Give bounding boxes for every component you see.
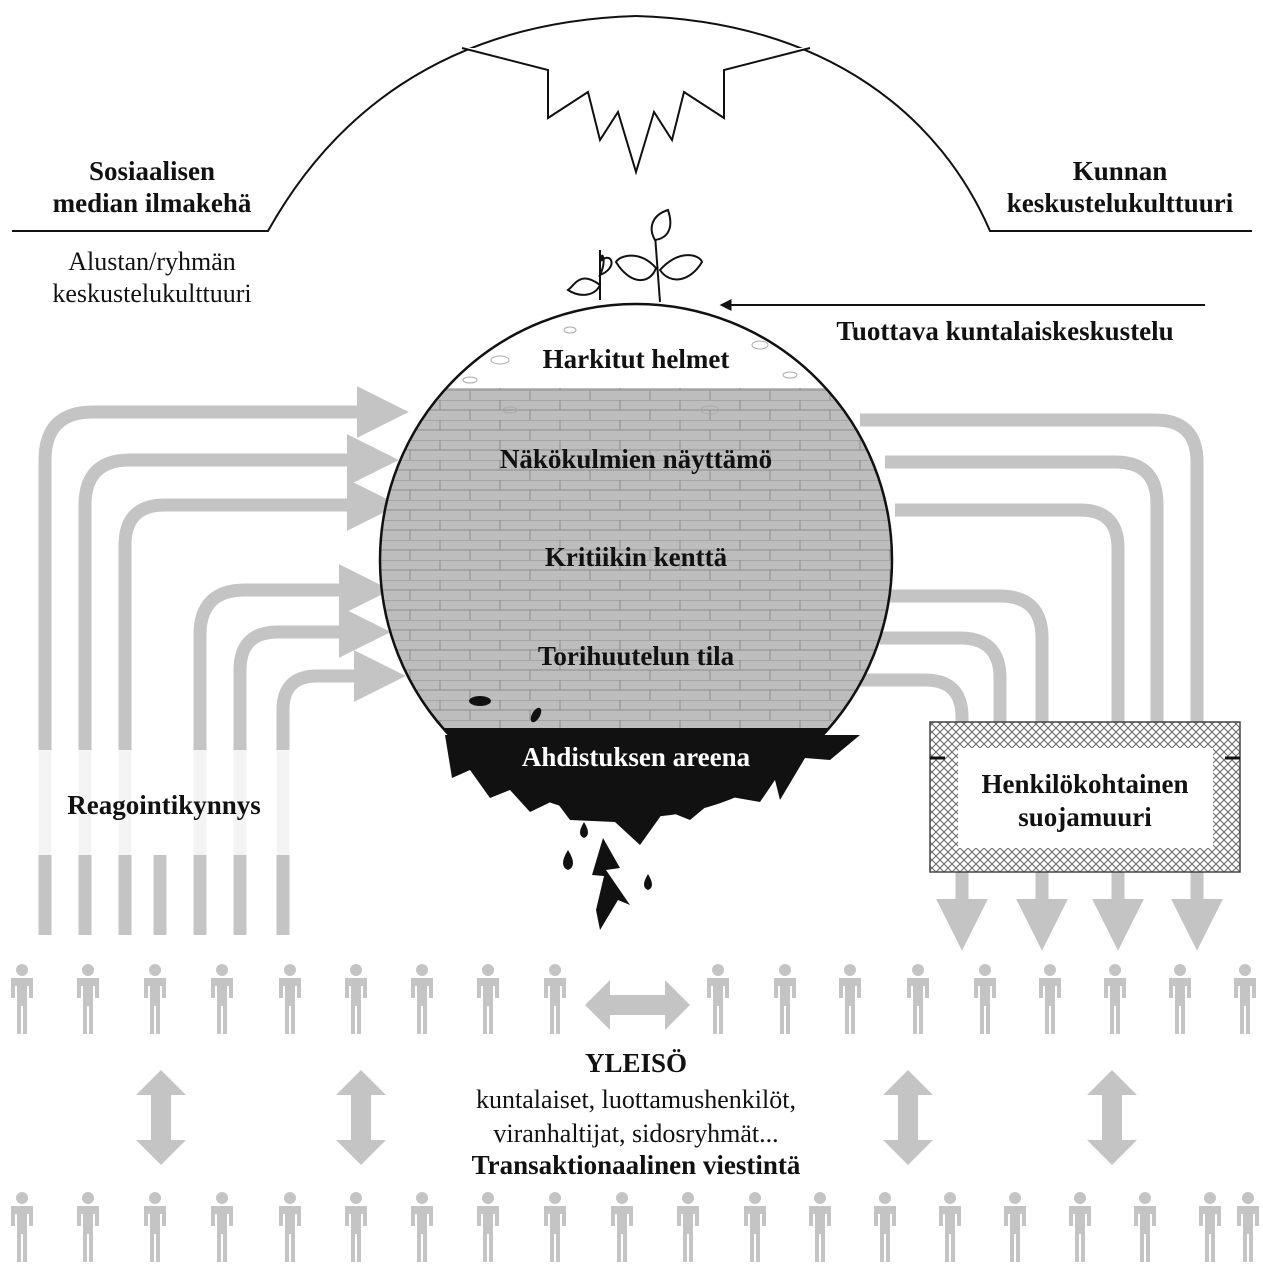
person-icon [1237,1192,1259,1262]
person-icon [411,1192,433,1262]
platform-culture-line-2: keskustelukulttuuri [52,279,251,308]
reaction-threshold-label: Reagointikynnys [67,790,261,820]
person-icon [939,1192,961,1262]
person-icon [211,964,233,1034]
person-icon [974,964,996,1034]
person-icon [677,1192,699,1262]
audience-line-1: kuntalaiset, luottamushenkilöt, [476,1085,796,1114]
person-icon [707,964,729,1034]
person-icon [1039,964,1061,1034]
wall-label-line-2: suojamuuri [1018,802,1152,832]
person-icon [345,1192,367,1262]
drop-icon [563,850,573,870]
left-input-arrows [38,386,409,935]
audience-line-2: viranhaltijat, sidosryhmät... [493,1119,778,1148]
person-icon [907,964,929,1034]
person-icon [544,964,566,1034]
person-icon [1199,1192,1221,1262]
social-media-atmosphere-line-2: median ilmakehä [53,188,252,218]
layer-label-torihuutelun-tila: Torihuutelun tila [538,641,735,671]
atmosphere-dome [12,14,1252,232]
person-icon [477,1192,499,1262]
person-icon [1004,1192,1026,1262]
audience-row-lower [11,1192,1259,1262]
social-media-atmosphere-line-1: Sosiaalisen [89,156,215,186]
audience-transaction-arrows [136,980,1137,1165]
sprout-icon [566,208,704,303]
person-icon [77,1192,99,1262]
municipal-culture-line-1: Kunnan [1073,156,1168,186]
anxiety-arena-roots [445,735,860,845]
transactional-communication-label: Transaktionaalinen viestintä [472,1150,801,1180]
person-icon [744,1192,766,1262]
person-icon [1104,964,1126,1034]
person-icon [774,964,796,1034]
drop-icon [644,874,652,890]
person-icon [1169,964,1191,1034]
layer-label-ahdistuksen-areena: Ahdistuksen areena [522,742,751,772]
person-icon [874,1192,896,1262]
person-icon [211,1192,233,1262]
lightning-icon [592,838,630,930]
right-output-arrows [860,413,1223,951]
person-icon [11,964,33,1034]
drop-icon [580,822,588,838]
person-icon [144,1192,166,1262]
person-icon [1234,964,1256,1034]
personal-protective-wall: Henkilökohtainen suojamuuri [929,721,1241,873]
person-icon [279,1192,301,1262]
layer-label-kritiikin-kentta: Kritiikin kenttä [545,542,728,572]
person-icon [839,964,861,1034]
person-icon [144,964,166,1034]
reaction-threshold-band [30,750,300,855]
layer-label-harkitut-helmet: Harkitut helmet [543,344,730,374]
wall-label-line-1: Henkilökohtainen [981,769,1188,799]
layer-label-nakokulmien-nayttamo: Näkökulmien näyttämö [500,444,772,474]
sun-icon [461,47,811,176]
person-icon [11,1192,33,1262]
person-icon [77,964,99,1034]
audience-title: YLEISÖ [585,1048,687,1078]
person-icon [477,964,499,1034]
person-icon [1134,1192,1156,1262]
person-icon [611,1192,633,1262]
person-icon [544,1192,566,1262]
audience-row-upper [11,964,1256,1034]
municipal-culture-line-2: keskustelukulttuuri [1007,188,1234,218]
person-icon [345,964,367,1034]
person-icon [279,964,301,1034]
person-icon [1069,1192,1091,1262]
productive-discussion-label: Tuottava kuntalaiskeskustelu [836,316,1173,346]
person-icon [809,1192,831,1262]
person-icon [411,964,433,1034]
platform-culture-line-1: Alustan/ryhmän [68,247,236,276]
